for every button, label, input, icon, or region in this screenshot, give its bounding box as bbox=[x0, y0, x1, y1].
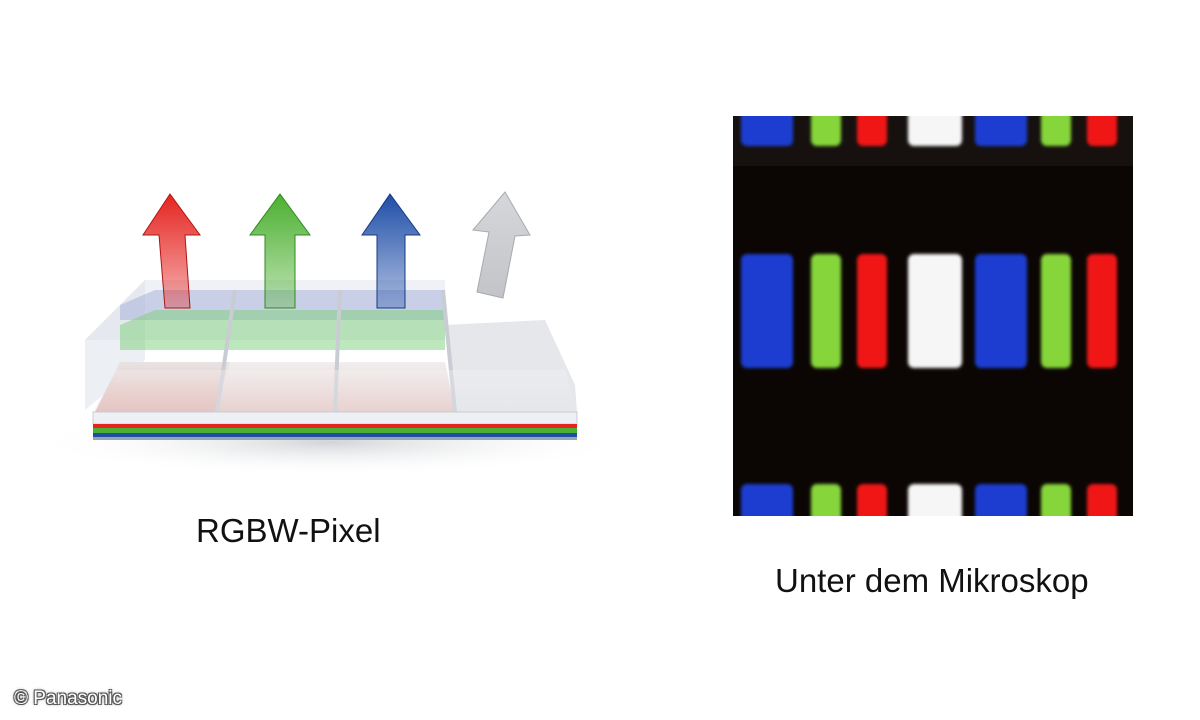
layer-blue bbox=[93, 433, 577, 437]
subpixel-red-row3-7 bbox=[1087, 484, 1117, 516]
subpixel-red-row2-7 bbox=[1087, 254, 1117, 368]
base-plate-front bbox=[92, 411, 578, 425]
subpixel-blue-row1-5 bbox=[975, 116, 1027, 146]
subpixel-green-row3-2 bbox=[811, 484, 841, 516]
subpixel-green-row1-6 bbox=[1041, 116, 1071, 146]
subpixel-white-row1-4 bbox=[908, 116, 962, 146]
green-filter-layer bbox=[120, 310, 445, 350]
white-arrow-icon bbox=[472, 191, 531, 299]
subpixel-white-row2-4 bbox=[908, 254, 962, 368]
subpixel-blue-row1-1 bbox=[741, 116, 793, 146]
subpixel-green-row1-2 bbox=[811, 116, 841, 146]
subpixel-blue-row2-5 bbox=[975, 254, 1027, 368]
rgbw-pixel-illustration bbox=[30, 191, 630, 476]
subpixel-blue-row2-1 bbox=[741, 254, 793, 368]
subpixel-blue-row3-1 bbox=[741, 484, 793, 516]
subpixel-white-row3-4 bbox=[908, 484, 962, 516]
green-arrow-icon bbox=[249, 193, 311, 309]
layer-base bbox=[93, 437, 577, 440]
layer-red bbox=[93, 424, 577, 428]
subpixel-green-row2-2 bbox=[811, 254, 841, 368]
subpixel-green-row3-6 bbox=[1041, 484, 1071, 516]
subpixel-blue-row3-5 bbox=[975, 484, 1027, 516]
subpixel-red-row3-3 bbox=[857, 484, 887, 516]
copyright-notice: © Panasonic bbox=[14, 688, 123, 709]
subpixel-red-row1-3 bbox=[857, 116, 887, 146]
microscope-image bbox=[733, 116, 1133, 516]
red-arrow-icon bbox=[142, 193, 201, 309]
subpixel-red-row2-3 bbox=[857, 254, 887, 368]
subpixel-red-row1-7 bbox=[1087, 116, 1117, 146]
layer-green bbox=[93, 428, 577, 433]
subpixel-green-row2-6 bbox=[1041, 254, 1071, 368]
blue-arrow-icon bbox=[361, 193, 421, 309]
base-plate-top bbox=[93, 370, 577, 412]
rgbw-pixel-caption: RGBW-Pixel bbox=[196, 512, 381, 549]
microscope-caption: Unter dem Mikroskop bbox=[775, 562, 1089, 599]
